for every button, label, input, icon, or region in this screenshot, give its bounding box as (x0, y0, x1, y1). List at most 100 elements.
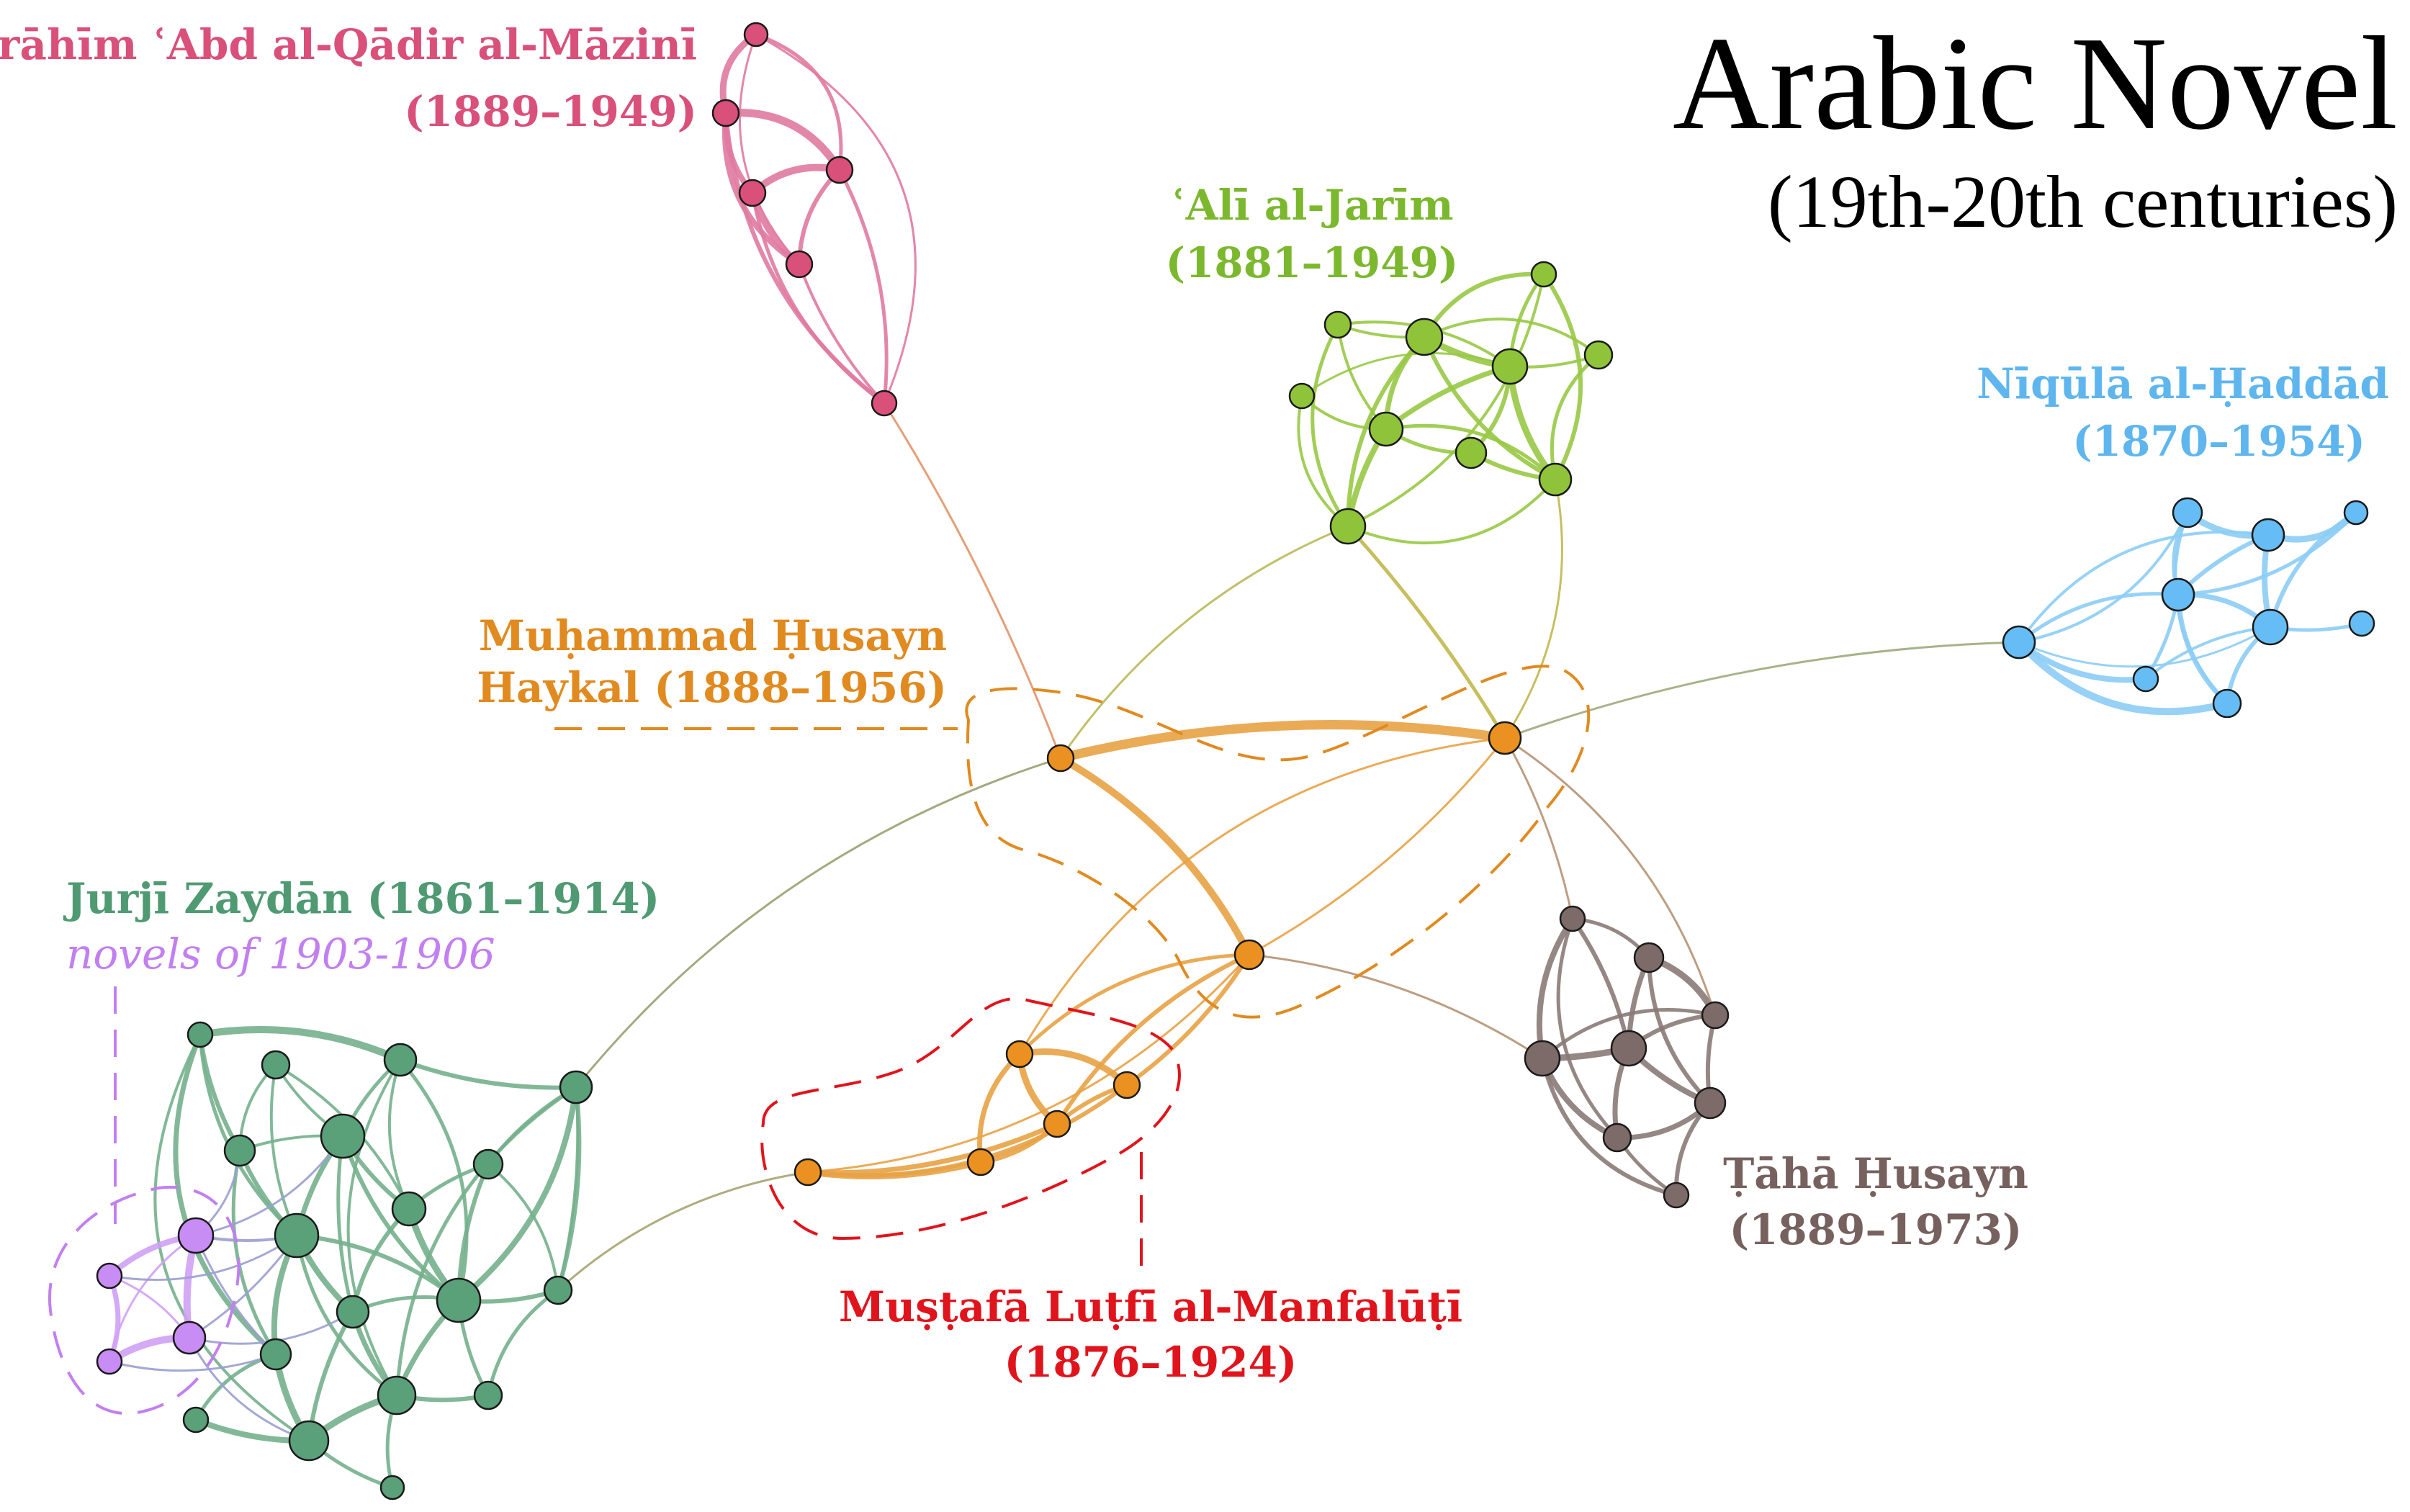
bridge-edge (1346, 524, 1507, 740)
network-node (2172, 497, 2203, 528)
network-node (391, 1191, 427, 1227)
network-node (743, 22, 769, 48)
husayn-label-dates: (1889–1973) (1730, 1205, 2023, 1254)
haykal-edge (1248, 737, 1506, 956)
jarim-edge (1423, 318, 1600, 356)
bridge-edge (1248, 953, 1544, 1060)
network-node (711, 99, 740, 127)
haddad-edge (2268, 510, 2358, 629)
network-node (1454, 436, 1488, 469)
network-node (320, 1113, 366, 1159)
mazini-edge (755, 33, 917, 405)
husayn-edge (1540, 1056, 1678, 1197)
haddad-edge (2015, 639, 2231, 716)
jarim-edge (1346, 478, 1557, 545)
zaydan-mixed-edge (194, 1135, 344, 1237)
bridge-edge (1503, 737, 1574, 920)
zaydan-mixed-edge (188, 1310, 354, 1345)
zaydan-edge (231, 1148, 278, 1356)
network-node (383, 1043, 418, 1077)
network-node (1288, 382, 1316, 410)
mazini-edge (721, 108, 844, 174)
zaydan-edge (387, 1058, 410, 1210)
haddad-edge (2175, 592, 2230, 706)
haddad-edge (2144, 626, 2272, 680)
network-node (871, 390, 898, 417)
zaydan-edge (294, 1233, 461, 1302)
jarim-edge (1300, 352, 1511, 397)
haykal-edge (1056, 720, 1510, 763)
zaydan-edge (395, 1085, 578, 1398)
husayn-edge (1647, 955, 1712, 1105)
husayn-label-name: Ṭāhā Ḥusayn (1723, 1149, 2028, 1198)
haykal-label-name: Muḥammad Ḥusayn (479, 611, 947, 660)
haddad-edge (2176, 510, 2358, 597)
bridge-edge (575, 757, 1062, 1089)
network-node (1323, 310, 1352, 339)
husayn-edge (1570, 917, 1631, 1050)
network-node (1583, 340, 1614, 370)
haddad-label-dates: (1870–1954) (2072, 417, 2365, 466)
network-node (2002, 625, 2036, 660)
jarim-edge (1346, 273, 1545, 528)
haddad-edge (2018, 530, 2270, 644)
network-node (379, 1475, 405, 1500)
jarim-edge (1383, 364, 1513, 432)
zaydan-edge (198, 1032, 242, 1153)
bridge-edge (1503, 641, 2020, 739)
network-node (1329, 508, 1367, 545)
network-node (966, 1148, 995, 1176)
network-node (377, 1375, 417, 1416)
manfaluti-edge (1017, 953, 1251, 1056)
haddad-edge (2018, 511, 2189, 644)
network-node (2252, 608, 2289, 646)
network-node (1610, 1030, 1647, 1067)
manfaluti-edge (1055, 953, 1251, 1126)
network-node (1112, 1071, 1141, 1099)
network-node (1633, 942, 1665, 973)
haykal-edge (1018, 737, 1506, 1056)
network-node (2343, 500, 2369, 526)
haykal-group-outline (965, 665, 1591, 1019)
network-node (1368, 411, 1404, 447)
network-node (1043, 1110, 1071, 1138)
network-node (1701, 1001, 1730, 1030)
zaydan-edge (173, 1032, 279, 1357)
haddad-label-name: Nīqūlā al-Ḥaddād (1977, 359, 2389, 408)
zaydan-edge (351, 1207, 411, 1314)
network-node (1488, 721, 1522, 755)
network-node (1694, 1086, 1727, 1120)
network-node (186, 1021, 214, 1048)
network-node (182, 1406, 210, 1434)
network-node (825, 156, 854, 184)
zaydan-edge (557, 1086, 580, 1292)
mazini-edge (797, 168, 842, 266)
network-node (2161, 577, 2195, 612)
mazini-edge (750, 191, 886, 405)
network-node (1491, 348, 1529, 385)
bridge-edge (1503, 478, 1563, 739)
zaydan-edge (456, 1084, 579, 1303)
manfaluti-edge (977, 1051, 1022, 1165)
bridge-edge (557, 1171, 809, 1292)
manfaluti-edge (1016, 1048, 1130, 1089)
zaydan-mixed-edge (108, 1353, 277, 1372)
network-node (223, 1134, 256, 1167)
manfaluti-group-outline (760, 997, 1181, 1241)
network-node (96, 1348, 123, 1375)
mazini-edge (837, 168, 889, 405)
haddad-edge (2174, 511, 2229, 705)
network-node (1233, 939, 1265, 971)
network-node (436, 1277, 482, 1323)
jarim-edge (1310, 323, 1350, 528)
husayn-edge (1536, 916, 1575, 1061)
network-node (1524, 1040, 1561, 1077)
network-node (288, 1420, 330, 1462)
mazini-edge (754, 32, 843, 172)
husayn-edge (1540, 1008, 1717, 1061)
network-node (1559, 905, 1586, 932)
network-node (738, 179, 767, 207)
zaydan-label-sub: novels of 1903-1906 (66, 930, 495, 978)
haykal-edge (1057, 755, 1253, 958)
network-node (2212, 688, 2242, 719)
